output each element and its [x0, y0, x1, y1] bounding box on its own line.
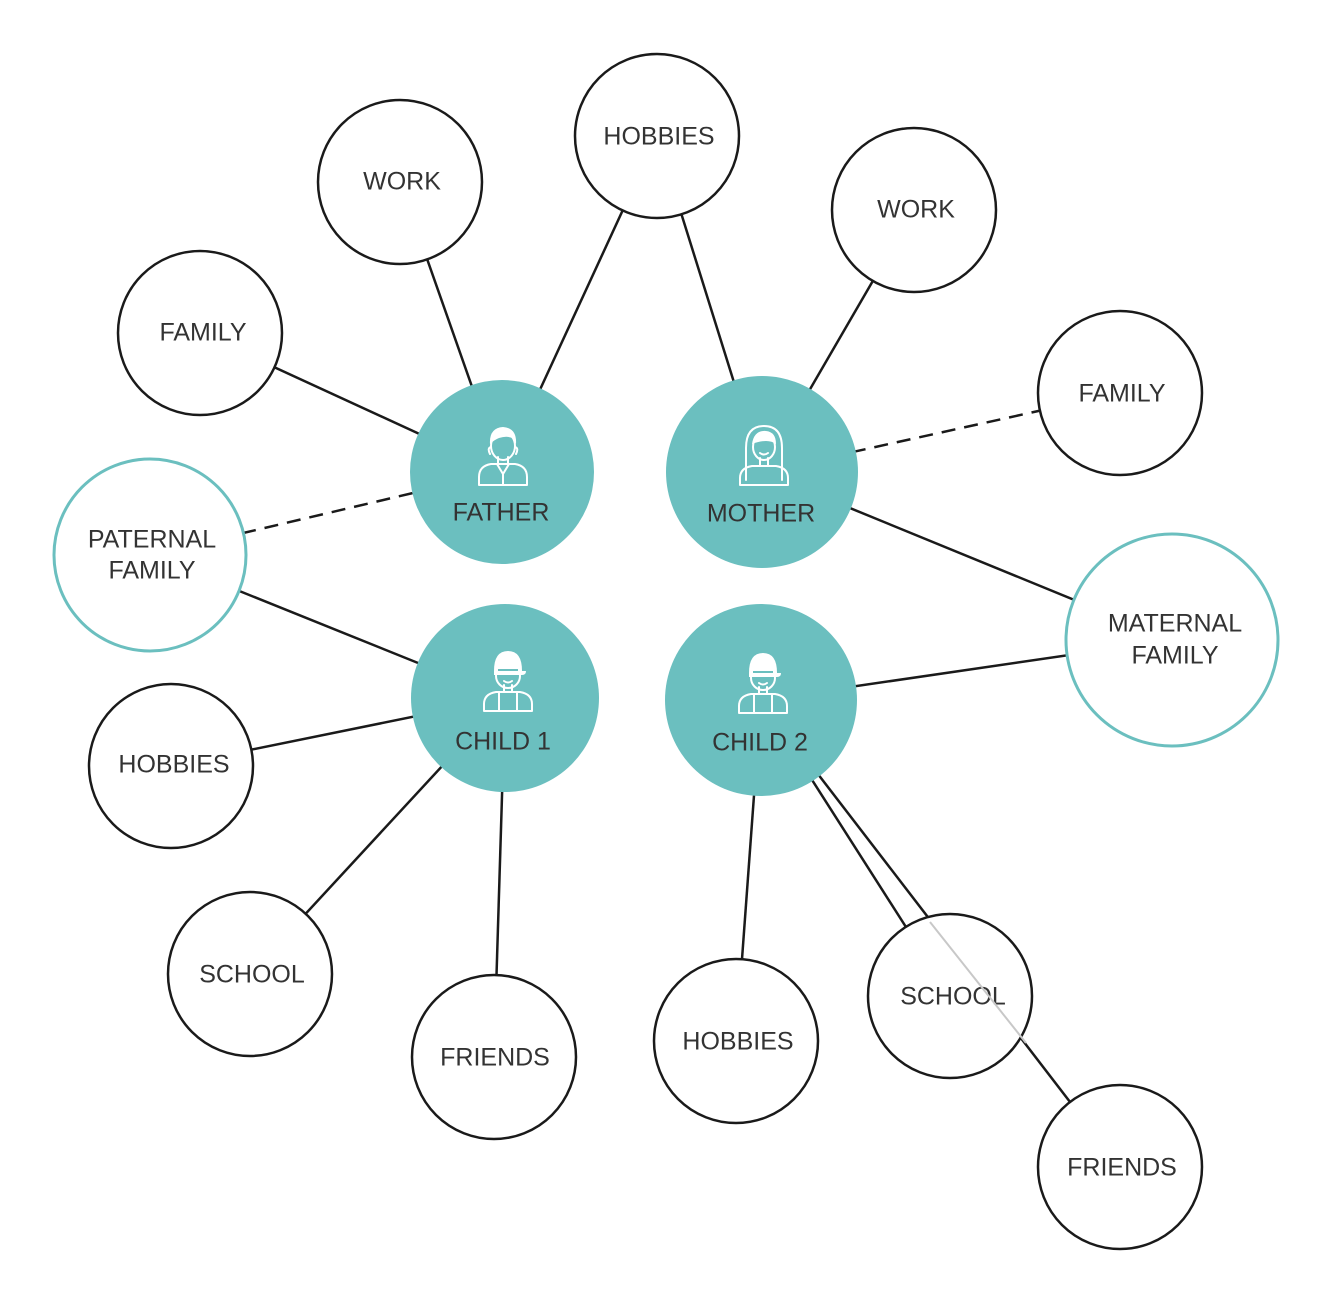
node-child2-hobbies: HOBBIES	[652, 957, 820, 1125]
node-father-family: FAMILY	[116, 249, 284, 417]
node-label: HOBBIES	[682, 1028, 793, 1056]
node-label: HOBBIES	[118, 751, 229, 779]
node-label: FATHER	[453, 499, 550, 527]
node-label: CHILD 2	[712, 729, 808, 757]
woman-avatar-icon	[739, 425, 789, 486]
node-child2-friends: FRIENDS	[1036, 1083, 1204, 1251]
node-child2-school: SCHOOL	[866, 912, 1034, 1080]
node-mother-work: WORK	[830, 126, 998, 294]
node-paternal-family: PATERNAL FAMILY	[52, 457, 248, 653]
node-child1-school: SCHOOL	[166, 890, 334, 1058]
node-father-work: WORK	[316, 98, 484, 266]
node-mother-family: FAMILY	[1036, 309, 1204, 477]
node-label: WORK	[877, 196, 955, 224]
node-label: WORK	[363, 168, 441, 196]
node-child1-friends: FRIENDS	[410, 973, 578, 1141]
node-label: SCHOOL	[199, 961, 305, 989]
node-label-line1: PATERNAL	[88, 526, 216, 554]
node-label-line2: FAMILY	[1131, 642, 1218, 670]
node-label-line2: FAMILY	[108, 557, 195, 585]
node-label: FAMILY	[159, 319, 246, 347]
node-mother: MOTHER	[666, 376, 858, 568]
node-maternal-family: MATERNAL FAMILY	[1064, 532, 1280, 748]
node-child1-hobbies: HOBBIES	[87, 682, 255, 850]
node-label: MOTHER	[707, 500, 815, 528]
node-father: FATHER	[410, 380, 594, 564]
edge-child2-friends-overlap	[929, 921, 1027, 1044]
child-avatar-icon	[738, 653, 788, 714]
man-avatar-icon	[478, 427, 528, 486]
node-label: HOBBIES	[603, 123, 714, 151]
node-label: CHILD 1	[455, 728, 551, 756]
node-label: FRIENDS	[1067, 1154, 1177, 1182]
node-label: FAMILY	[1078, 380, 1165, 408]
child-avatar-icon	[483, 651, 533, 712]
node-shared-hobbies: HOBBIES	[573, 52, 741, 220]
node-label: FRIENDS	[440, 1044, 550, 1072]
node-child2: CHILD 2	[665, 604, 857, 796]
node-label-line1: MATERNAL	[1108, 610, 1242, 638]
node-child1: CHILD 1	[411, 604, 599, 792]
